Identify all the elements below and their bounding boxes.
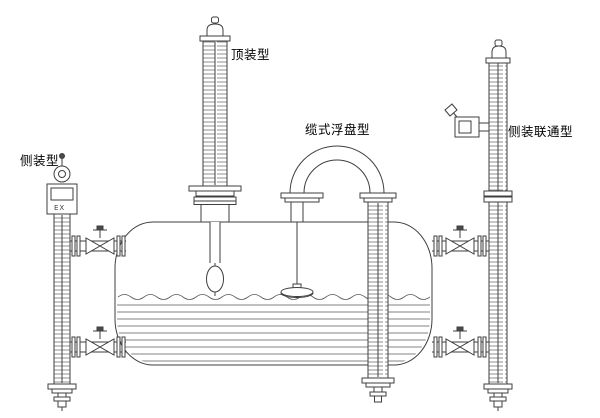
valve-icon bbox=[85, 326, 115, 356]
transmitter-box bbox=[444, 103, 489, 138]
label-cable-float-type: 缆式浮盘型 bbox=[305, 122, 371, 137]
top-gauge-float bbox=[206, 222, 224, 296]
side-mounted-gauge: EX bbox=[46, 153, 78, 411]
valve-icon bbox=[85, 225, 115, 255]
cable-float-indicator-column bbox=[361, 201, 395, 403]
right-connection-pipes bbox=[432, 225, 489, 358]
top-mounted-gauge bbox=[188, 16, 242, 197]
valve-icon bbox=[445, 326, 475, 356]
valve-icon bbox=[445, 225, 475, 255]
label-side-connected-type: 侧装联通型 bbox=[508, 124, 574, 139]
left-connection-pipes bbox=[70, 225, 126, 358]
label-side-mounted-type: 侧装型 bbox=[20, 153, 60, 168]
cable-float-plate bbox=[280, 222, 314, 298]
tank-nozzles bbox=[193, 196, 304, 222]
label-top-mounted-type: 顶装型 bbox=[231, 47, 271, 62]
side-connected-gauge bbox=[444, 39, 513, 411]
ex-marking: EX bbox=[54, 204, 65, 212]
cable-float-arch bbox=[280, 145, 397, 203]
tank-vessel bbox=[114, 221, 433, 366]
